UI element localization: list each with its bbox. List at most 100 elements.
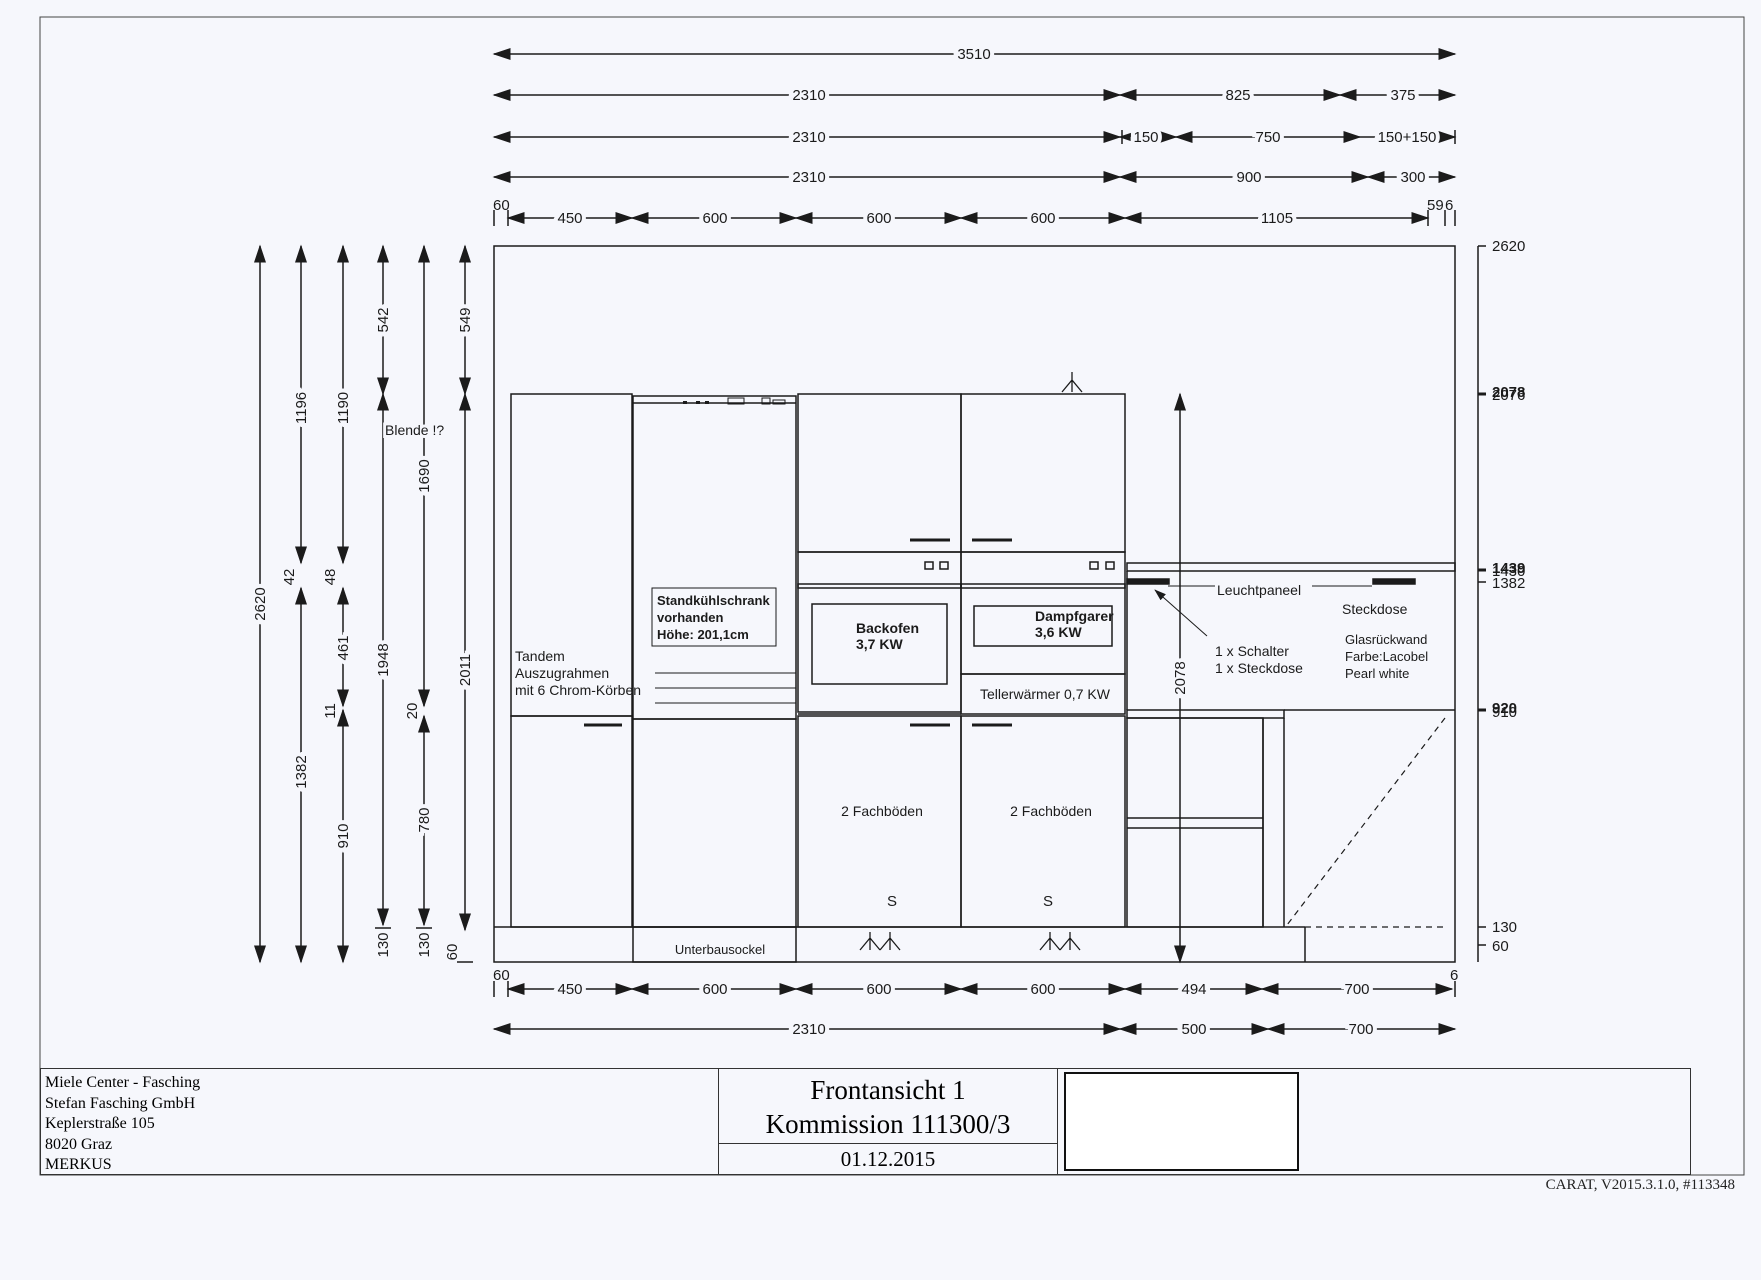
s-mark-2: S xyxy=(1043,893,1053,910)
tandem-label-1: Tandem xyxy=(515,648,565,664)
dim-text: 150+150 xyxy=(1378,129,1437,146)
company-address: Miele Center - Fasching Stefan Fasching … xyxy=(41,1069,719,1174)
scale-text: 60 xyxy=(1492,938,1509,955)
scale-text: 130 xyxy=(1492,919,1517,936)
dim-text: 600 xyxy=(702,210,727,227)
dim-text: 60 xyxy=(444,944,461,961)
warmer-label: Tellerwärmer 0,7 KW xyxy=(980,686,1111,702)
dim-text: 20 xyxy=(404,703,421,720)
dim-text: 1690 xyxy=(416,459,433,492)
dim-text: 1190 xyxy=(335,392,352,424)
s-mark-1: S xyxy=(887,893,897,910)
dim-text: 461 xyxy=(335,635,352,660)
shelf-label-1: 2 Fachböden xyxy=(841,803,923,819)
dim-text: 150 xyxy=(1133,129,1158,146)
dim-text: 3510 xyxy=(957,46,990,63)
oven-column xyxy=(797,393,962,928)
dim-text: 130 xyxy=(375,932,392,957)
shelf-label-2: 2 Fachböden xyxy=(1010,803,1092,819)
tandem-label-3: mit 6 Chrom-Körben xyxy=(515,682,641,698)
software-version: CARAT, V2015.3.1.0, #113348 xyxy=(1545,1177,1735,1193)
dim-text: 600 xyxy=(866,981,891,998)
dim-text: 780 xyxy=(416,807,433,832)
dim-text: 2011 xyxy=(457,654,474,686)
dim-text: 450 xyxy=(557,210,582,227)
glas-label-2: Farbe:Lacobel xyxy=(1345,649,1428,664)
dim-text: 60 xyxy=(493,197,510,214)
dim-text: 600 xyxy=(866,210,891,227)
fridge-label-3: Höhe: 201,1cm xyxy=(657,627,749,642)
dim-text: 2310 xyxy=(792,129,825,146)
left-dim-texts: 2620 1196 42 1382 1190 48 461 11 910 542… xyxy=(248,303,478,961)
dim-text: 494 xyxy=(1181,981,1206,998)
dim-text: 48 xyxy=(322,569,339,586)
fridge-column xyxy=(632,395,797,928)
dim-text: 500 xyxy=(1181,1021,1206,1038)
commission-number: Kommission 111300/3 xyxy=(765,1109,1011,1139)
scale-text: 1439 xyxy=(1492,560,1525,577)
fridge-label-box xyxy=(651,587,777,647)
dim-text: 825 xyxy=(1225,87,1250,104)
scale-text: 1382 xyxy=(1492,575,1525,592)
leg-symbols xyxy=(859,932,1081,951)
scale-text: 920 xyxy=(1492,700,1517,717)
address-line: Stefan Fasching GmbH xyxy=(45,1094,196,1112)
address-line: Miele Center - Fasching xyxy=(45,1074,201,1091)
fridge-label-2: vorhanden xyxy=(657,610,724,625)
dim-text: 542 xyxy=(375,307,392,332)
dim-text: 375 xyxy=(1390,87,1415,104)
scale-text: 2076 xyxy=(1492,387,1525,404)
tandem-label-2: Auszugrahmen xyxy=(515,665,609,681)
glas-label-3: Pearl white xyxy=(1345,666,1409,681)
oven-label-1: Backofen xyxy=(856,620,919,636)
dim-text: 59 xyxy=(1427,197,1444,214)
diagonal-dashed-lines xyxy=(1286,717,1446,928)
dim-text: 750 xyxy=(1255,129,1280,146)
dim-text: 300 xyxy=(1400,169,1425,186)
drawing-title-cell: Frontansicht 1 Kommission 111300/3 01.12… xyxy=(719,1069,1058,1174)
stamp-box xyxy=(1064,1072,1299,1171)
drawing-title: Frontansicht 1 xyxy=(810,1075,966,1105)
scale-text: 910 xyxy=(1492,704,1517,721)
dim-text: 2310 xyxy=(792,87,825,104)
dim-text: 600 xyxy=(1030,210,1055,227)
dim-text: 600 xyxy=(1030,981,1055,998)
dim-text: 130 xyxy=(416,932,433,957)
dim-text: 2078 xyxy=(1172,661,1189,694)
leucht-label: Leuchtpaneel xyxy=(1217,582,1301,598)
dim-text: 2620 xyxy=(252,587,269,620)
steamer-column xyxy=(960,393,1126,928)
scale-text: 2620 xyxy=(1492,238,1525,255)
dim-text: 42 xyxy=(281,569,298,586)
dim-text: 11 xyxy=(322,703,339,719)
dim-text: 700 xyxy=(1348,1021,1373,1038)
dim-text: 910 xyxy=(335,823,352,848)
steckdose-label: Steckdose xyxy=(1342,601,1408,617)
oven-label-2: 3,7 KW xyxy=(856,636,903,652)
dim-text: 450 xyxy=(557,981,582,998)
scale-text: 1430 xyxy=(1492,563,1525,580)
dim-text: 2310 xyxy=(792,169,825,186)
fridge-label-1: Standkühlschrank xyxy=(657,593,770,608)
tandem-leader-lines xyxy=(655,672,796,704)
fridge-vent-marks xyxy=(683,397,786,405)
plinth-label: Unterbausockel xyxy=(675,942,765,957)
dim-text: 700 xyxy=(1344,981,1369,998)
address-line: MERKUS xyxy=(45,1156,112,1173)
dim-text: 900 xyxy=(1236,169,1261,186)
steamer-label-2: 3,6 KW xyxy=(1035,624,1082,640)
dim-text: 6 xyxy=(1450,967,1458,984)
wall-outline xyxy=(493,245,1456,963)
address-line: 8020 Graz xyxy=(45,1135,113,1153)
steamer-label-1: Dampfgarer xyxy=(1035,608,1114,624)
schalter-leader xyxy=(1154,589,1208,637)
dim-text: 549 xyxy=(457,307,474,332)
top-dimension-row-5 xyxy=(493,210,1456,226)
schalter-label-1: 1 x Schalter xyxy=(1215,643,1289,659)
dim-text: 2310 xyxy=(792,1021,825,1038)
dim-text: 1948 xyxy=(375,643,392,676)
left-dimensions xyxy=(254,244,473,964)
blende-note: Blende !? xyxy=(385,422,444,438)
